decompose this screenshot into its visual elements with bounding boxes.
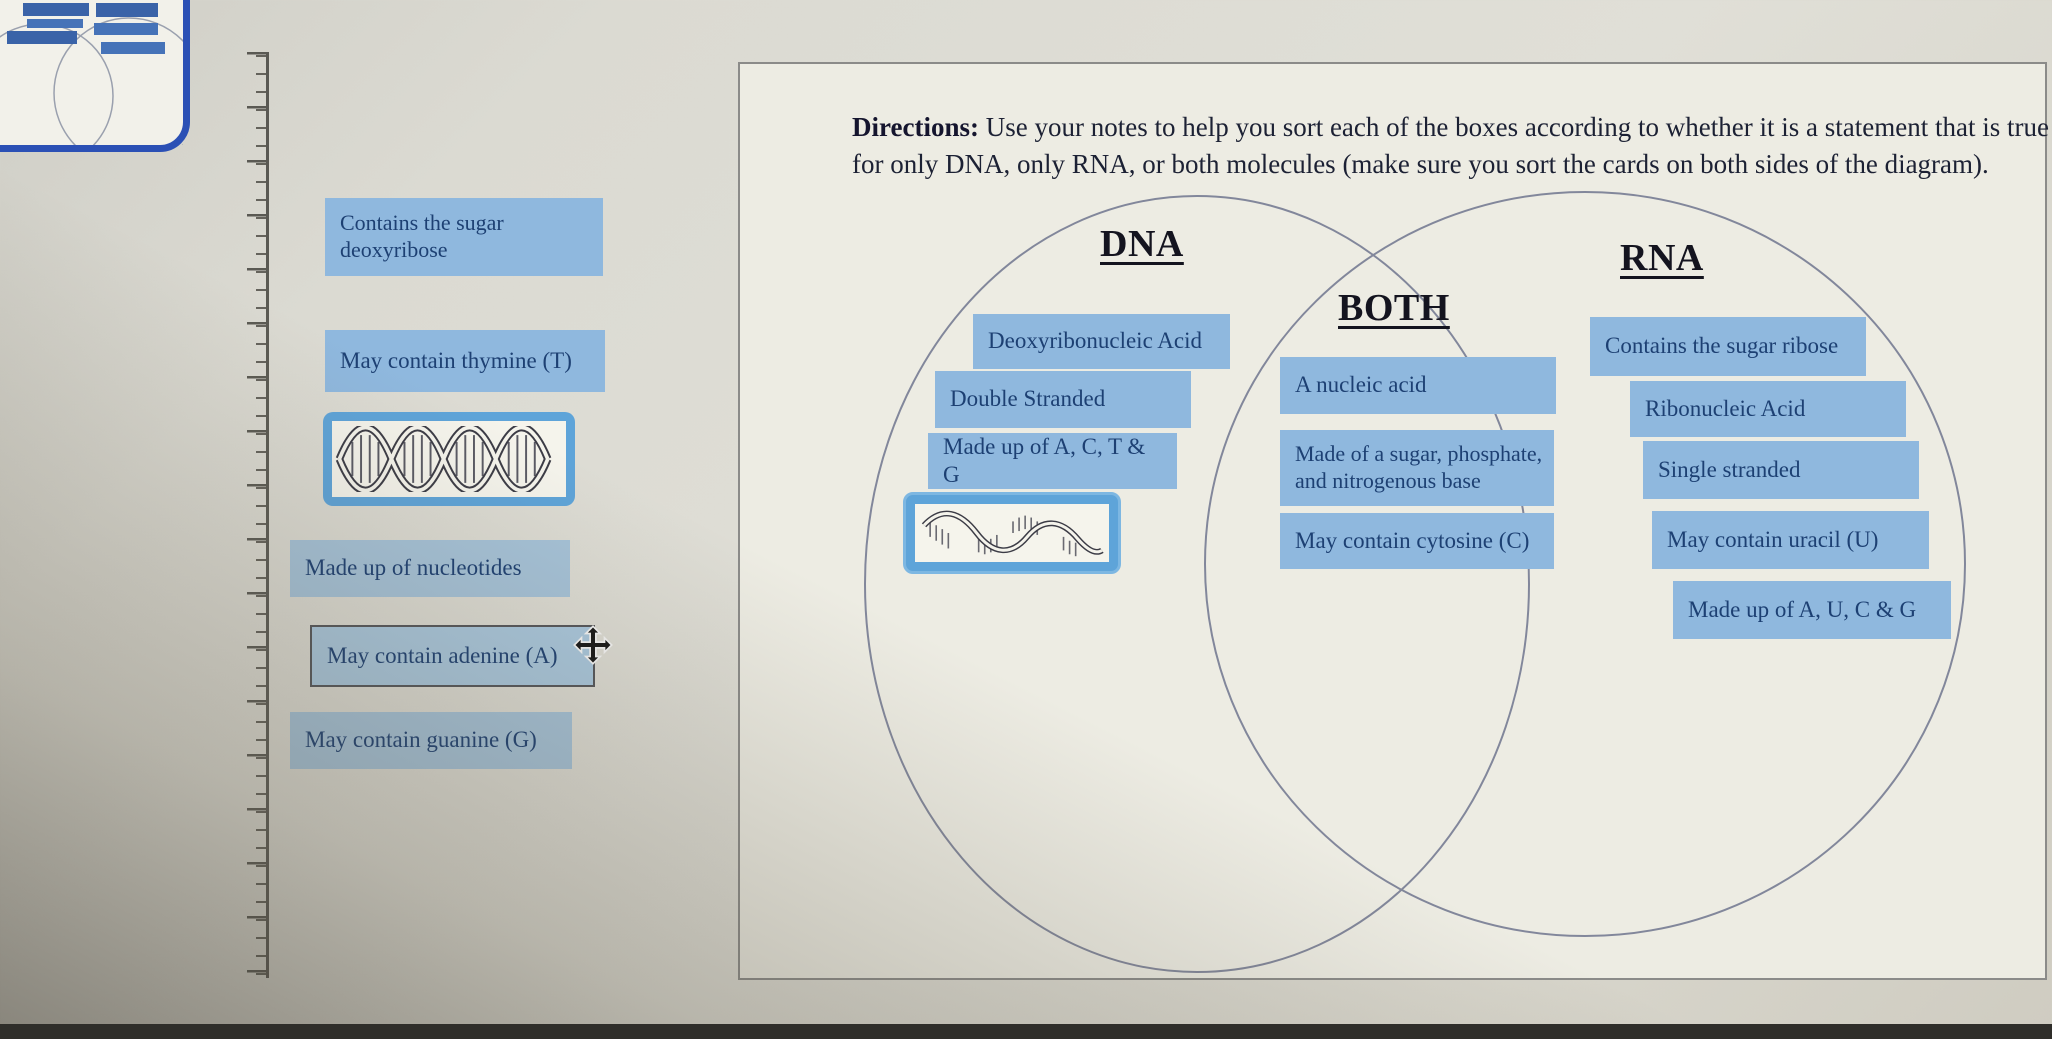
card-may-contain-adenine[interactable]: May contain adenine (A) — [310, 625, 595, 687]
card-made-up-of-nucleotides[interactable]: Made up of nucleotides — [290, 540, 570, 597]
card-label: Made up of nucleotides — [305, 555, 522, 581]
card-ribonucleic-acid[interactable]: Ribonucleic Acid — [1630, 381, 1906, 437]
card-label: Made up of A, U, C & G — [1688, 596, 1917, 622]
card-sugar-phosphate-base[interactable]: Made of a sugar, phosphate, and nitrogen… — [1280, 430, 1554, 506]
card-made-up-of-aucg[interactable]: Made up of A, U, C & G — [1673, 581, 1951, 639]
card-a-nucleic-acid[interactable]: A nucleic acid — [1280, 357, 1556, 414]
thumbnail-card — [101, 42, 165, 54]
card-may-contain-uracil[interactable]: May contain uracil (U) — [1652, 511, 1929, 569]
card-contains-sugar-ribose[interactable]: Contains the sugar ribose — [1590, 317, 1866, 376]
card-single-stranded[interactable]: Single stranded — [1643, 441, 1919, 499]
move-cursor-icon — [573, 625, 613, 665]
card-label: May contain thymine (T) — [340, 347, 572, 373]
card-label: Contains the sugar deoxyribose — [340, 210, 504, 262]
card-deoxyribonucleic-acid[interactable]: Deoxyribonucleic Acid — [973, 314, 1230, 369]
card-label: May contain cytosine (C) — [1295, 527, 1530, 553]
venn-label-dna: DNA — [1100, 223, 1184, 265]
card-label: Deoxyribonucleic Acid — [988, 328, 1202, 354]
thumbnail-card — [23, 3, 89, 16]
thumbnail-card — [27, 19, 83, 28]
slide-thumbnail[interactable] — [0, 0, 190, 152]
card-label: May contain adenine (A) — [327, 642, 558, 668]
thumbnail-card — [96, 3, 158, 17]
card-may-contain-guanine[interactable]: May contain guanine (G) — [290, 712, 572, 769]
card-label: Single stranded — [1658, 456, 1801, 482]
card-label: A nucleic acid — [1295, 372, 1427, 398]
card-dna-strand-image[interactable] — [903, 492, 1121, 574]
venn-label-both: BOTH — [1338, 287, 1450, 329]
thumbnail-card — [7, 31, 77, 44]
card-label: May contain uracil (U) — [1667, 526, 1879, 552]
card-label: Made of a sugar, phosphate, and nitrogen… — [1295, 441, 1543, 493]
venn-label-rna: RNA — [1620, 237, 1704, 279]
worksheet-panel: Directions: Use your notes to help you s… — [738, 62, 2049, 980]
thumbnail-card — [94, 23, 158, 35]
card-dna-double-helix-image[interactable] — [323, 412, 575, 506]
card-may-contain-thymine[interactable]: May contain thymine (T) — [325, 330, 605, 392]
card-label: Contains the sugar ribose — [1605, 333, 1839, 359]
card-made-up-of-actg[interactable]: Made up of A, C, T & G — [928, 433, 1177, 489]
card-may-contain-cytosine[interactable]: May contain cytosine (C) — [1280, 513, 1554, 569]
card-label: Double Stranded — [950, 386, 1106, 412]
double-helix-icon — [335, 426, 552, 492]
card-label: Ribonucleic Acid — [1645, 395, 1806, 421]
card-contains-sugar-deoxyribose[interactable]: Contains the sugar deoxyribose — [325, 198, 603, 276]
single-strand-icon — [921, 510, 1104, 557]
screen-bottom-edge — [0, 1024, 2052, 1039]
card-label: May contain guanine (G) — [305, 727, 537, 753]
card-double-stranded[interactable]: Double Stranded — [935, 371, 1191, 428]
ruler — [247, 52, 269, 978]
card-label: Made up of A, C, T & G — [943, 433, 1146, 487]
